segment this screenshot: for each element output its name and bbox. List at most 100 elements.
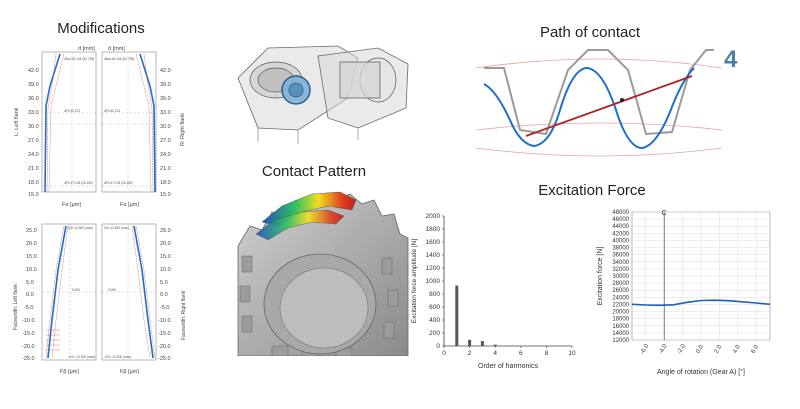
x-tick-label: -4.0 xyxy=(658,343,669,356)
x-tick-label: 0 xyxy=(442,350,446,357)
axis-label: Facewidth: Left flank xyxy=(13,284,19,330)
tick-label: -20.0 xyxy=(158,344,171,350)
tick-label: 15.0 xyxy=(26,254,37,260)
y-tick-label: 44000 xyxy=(612,224,629,230)
y-axis-label: Excitation force [N] xyxy=(597,247,604,306)
x-tick-label: 10 xyxy=(568,350,576,357)
y-tick-label: 600 xyxy=(429,304,440,311)
y-tick-label: 2000 xyxy=(426,213,441,220)
step-number-badge: 4 xyxy=(724,46,738,73)
annotation: b/2=12.500 (max) xyxy=(68,226,93,230)
x-axis-label: Angle of rotation (Gear A) [°] xyxy=(657,368,745,376)
tick-label: 5.0 xyxy=(26,280,34,286)
y-tick-label: 14000 xyxy=(612,331,629,337)
axis-header: d [mm] xyxy=(78,46,95,52)
tick-label: 39.0 xyxy=(28,82,39,88)
axis-label: Facewidth: Right flank xyxy=(181,290,187,340)
path-of-contact-title: Path of contact xyxy=(539,24,641,41)
tick-label: 5.0 xyxy=(160,280,168,286)
annotation: dFf=32.231 xyxy=(64,109,80,113)
gearbox-3d-render xyxy=(237,45,409,144)
annotation-label: C xyxy=(662,210,667,217)
y-tick-label: 28000 xyxy=(612,281,629,287)
tick-label: 20.0 xyxy=(26,241,37,247)
y-tick-label: 16000 xyxy=(612,324,629,330)
axis-label: Fα [µm] xyxy=(120,202,139,208)
tick-label: 33.0 xyxy=(28,110,39,116)
axis-label: Fβ [µm] xyxy=(120,369,139,375)
tick-label: 42.0 xyxy=(28,68,39,74)
y-tick-label: 40000 xyxy=(612,238,629,244)
excitation-force-title: Excitation Force xyxy=(538,182,646,199)
profile-modification-right-flank: 42.0 39.0 36.0 33.0 30.0 27.0 24.0 21.0 … xyxy=(101,46,186,208)
contact-pattern-gear-render xyxy=(237,191,409,356)
series-line xyxy=(631,299,771,307)
tick-label: 24.0 xyxy=(160,152,171,158)
tick-label: 15.0 xyxy=(160,192,171,198)
x-tick-label: 2.0 xyxy=(714,344,724,355)
annotation: 0.000 xyxy=(108,288,116,292)
y-axis-label: Excitation force amplitude [N] xyxy=(411,239,418,324)
x-tick-label: 8 xyxy=(545,350,549,357)
y-tick-label: 12000 xyxy=(612,338,629,344)
annotation: dFf=27.108 (26.180) xyxy=(104,181,133,185)
annotation: dNa=44.104 (52.735) xyxy=(104,57,134,61)
profile-modification-left-flank: 42.0 39.0 36.0 33.0 30.0 27.0 24.0 21.0 … xyxy=(14,46,97,208)
lead-modification-left-flank: 25.0 20.0 15.0 10.0 5.0 0.0 -5.0 -10.0 -… xyxy=(13,223,97,375)
tick-label: 30.0 xyxy=(28,124,39,130)
annotation: b/2=12.500 (max) xyxy=(104,226,129,230)
modifications-title: Modifications xyxy=(57,20,145,37)
tick-label: 21.0 xyxy=(28,166,39,172)
y-tick-label: 1400 xyxy=(426,252,441,259)
excitation-force-line-chart: 1200014000160001800020000220002400026000… xyxy=(597,210,771,376)
y-tick-label: 18000 xyxy=(612,317,629,323)
annotation: -b/2=-12.500 (max) xyxy=(68,355,95,359)
axis-label: R: Right flank xyxy=(180,113,186,146)
y-tick-label: 200 xyxy=(429,330,440,337)
y-tick-label: 22000 xyxy=(612,302,629,308)
y-tick-label: 26000 xyxy=(612,288,629,294)
tick-label: 24.0 xyxy=(28,152,39,158)
tick-label: 27.0 xyxy=(28,138,39,144)
y-tick-label: 42000 xyxy=(612,231,629,237)
lead-modification-right-flank: 25.0 20.0 15.0 10.0 5.0 0.0 -5.0 -10.0 -… xyxy=(101,223,187,375)
y-tick-label: 30000 xyxy=(612,274,629,280)
tick-label: -5.0 xyxy=(24,305,33,311)
tick-label: -15.0 xyxy=(158,331,171,337)
tick-label: -15.0 xyxy=(22,331,35,337)
axis-label: L: Left flank xyxy=(14,107,20,136)
y-tick-label: 38000 xyxy=(612,246,629,252)
x-tick-label: 4 xyxy=(493,350,497,357)
tick-label: 10.0 xyxy=(26,267,37,273)
x-axis-label: Order of harmonics xyxy=(478,363,538,370)
tick-label: 10.0 xyxy=(160,267,171,273)
axis-header: d [mm] xyxy=(108,46,125,52)
y-tick-label: 400 xyxy=(429,317,440,324)
tick-label: -10.0 xyxy=(158,318,171,324)
tick-label: 15.0 xyxy=(160,254,171,260)
tick-label: 27.0 xyxy=(160,138,171,144)
y-tick-label: 34000 xyxy=(612,260,629,266)
y-tick-label: 36000 xyxy=(612,253,629,259)
tick-label: 18.0 xyxy=(28,180,39,186)
x-tick-label: 6.0 xyxy=(751,344,761,355)
bar xyxy=(480,341,484,346)
y-tick-label: 1600 xyxy=(426,239,441,246)
y-tick-label: 20000 xyxy=(612,310,629,316)
tick-label: 25.0 xyxy=(26,228,37,234)
tick-label: 39.0 xyxy=(160,82,171,88)
bar xyxy=(455,285,459,346)
tick-label: 21.0 xyxy=(160,166,171,172)
bar xyxy=(468,339,472,346)
y-tick-label: 1000 xyxy=(426,278,441,285)
tick-label: 42.0 xyxy=(160,68,171,74)
tick-label: 15.0 xyxy=(28,192,39,198)
x-tick-label: 6 xyxy=(519,350,523,357)
axis-label: Fβ [µm] xyxy=(60,369,79,375)
annotation: dNa=44.104 (52.735) xyxy=(64,57,94,61)
tick-label: 0.0 xyxy=(26,292,34,298)
axis-label: Fα [µm] xyxy=(62,202,81,208)
y-tick-label: 800 xyxy=(429,291,440,298)
y-tick-label: 46000 xyxy=(612,217,629,223)
